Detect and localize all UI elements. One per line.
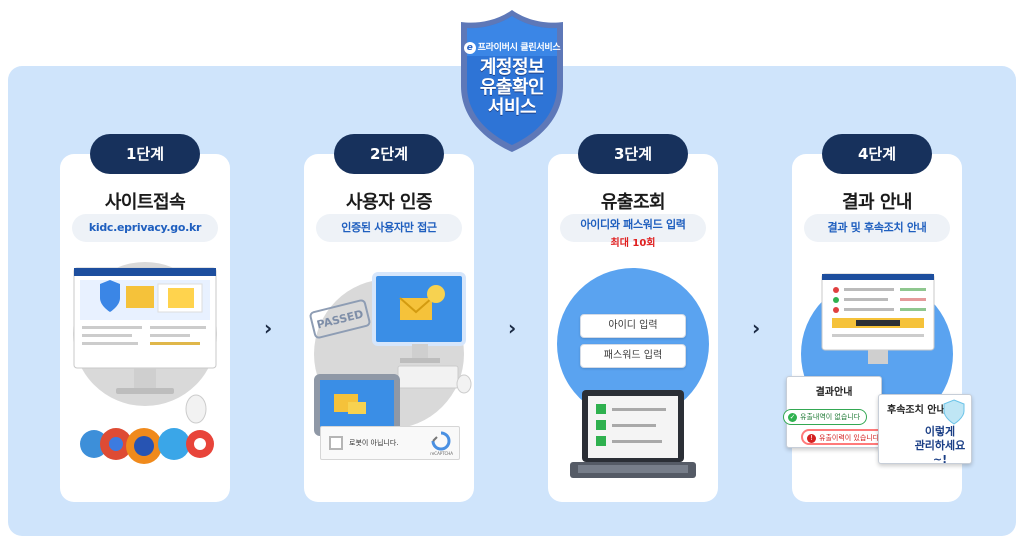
shield-icon [461,10,563,152]
step-3-title: 유출조회 [600,192,666,213]
captcha-brand: reCAPTCHA [430,451,453,456]
step-4-card: 4단계 결과 안내 결과 및 후속조치 안내 결과안내 ✓유출내역이 없습니다 … [783,134,972,502]
badge-title: 계정정보 유출확인 서비스 [479,57,545,118]
step-2-label: 2단계 [334,134,444,174]
website-monitor-illustration [73,262,217,464]
captcha-checkbox[interactable] [329,436,343,450]
recaptcha-logo-icon [431,431,451,451]
step-3-card: 3단계 유출조회 아이디와 패스워드 입력 최대 10회 아이디 입력 패스워드… [548,134,718,502]
captcha-widget[interactable]: 로봇이 아닙니다. reCAPTCHA [320,426,460,460]
result-popup: 결과안내 ✓유출내역이 없습니다 !유출이력이 있습니다 [783,376,888,448]
step-4-subtitle: 결과 및 후속조치 안내 [804,214,950,242]
lookup-laptop-illustration [557,268,709,478]
max-attempts-note: 최대 10회 [610,238,656,249]
site-url-link[interactable]: kidc.eprivacy.go.kr [72,214,218,242]
next-arrow-1: › [264,316,273,340]
followup-message: 이렇게 관리하세요~! [914,425,966,466]
result-popup-title: 결과안내 [815,387,853,398]
id-input[interactable]: 아이디 입력 [580,314,686,338]
step-4-title: 결과 안내 [841,192,913,213]
step-4-label: 4단계 [822,134,932,174]
next-arrow-3: › [752,316,761,340]
alert-icon: ! [807,433,816,443]
step-2-card: 2단계 사용자 인증 인증된 사용자만 접근 PASSED 로봇이 아닙니다. [304,134,474,502]
step-2-title: 사용자 인증 [345,192,433,213]
leak-found-chip: !유출이력이 있습니다 [801,429,888,445]
check-icon: ✓ [788,412,797,422]
step-2-subtitle: 인증된 사용자만 접근 [316,214,462,242]
followup-popup: 후속조치 안내 이렇게 관리하세요~! [878,394,972,466]
eprivacy-logo-icon: e [463,41,476,54]
user-auth-illustration: PASSED [309,272,472,436]
step-1-title: 사이트접속 [104,192,186,213]
followup-popup-title: 후속조치 안내 [887,405,946,416]
no-leak-chip: ✓유출내역이 없습니다 [783,409,868,425]
step-1-card: 1단계 사이트접속 kidc.eprivacy.go.kr [60,134,230,502]
captcha-text: 로봇이 아닙니다. [349,439,399,447]
step-3-label: 3단계 [578,134,688,174]
password-input[interactable]: 패스워드 입력 [580,344,686,368]
step-3-subtitle: 아이디와 패스워드 입력 [560,214,706,242]
next-arrow-2: › [508,316,517,340]
shield-check-icon [943,399,965,425]
step-1-label: 1단계 [90,134,200,174]
